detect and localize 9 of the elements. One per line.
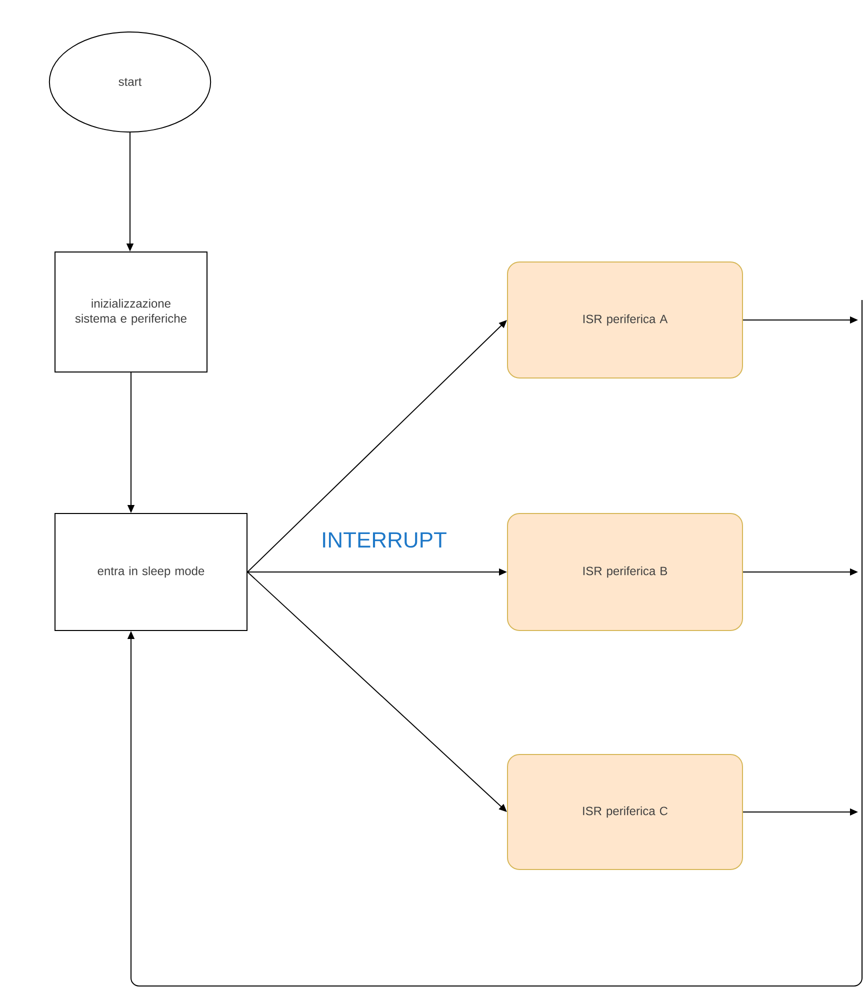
routine-box: ISR periferica C: [507, 754, 743, 870]
process-box: entra in sleep mode: [54, 513, 248, 631]
arrow: [127, 300, 862, 986]
routine-box: ISR periferica A: [507, 262, 743, 378]
process-box: inizializzazione sistema e periferiche: [54, 252, 208, 372]
arrow: [247, 572, 507, 812]
routine-box: ISR periferica B: [507, 513, 743, 631]
arrow: [247, 320, 507, 572]
interrupt-label: INTERRUPT: [320, 531, 448, 549]
